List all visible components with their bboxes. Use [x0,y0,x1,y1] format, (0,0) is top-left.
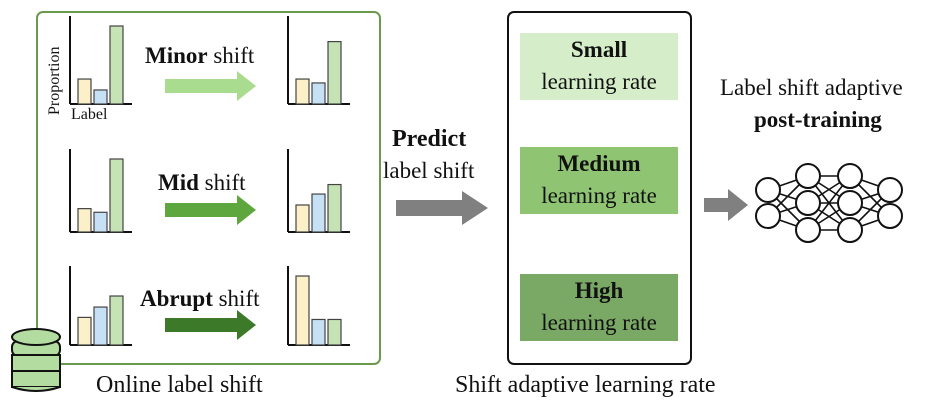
bar [77,208,92,233]
mid-shift-rest: shift [198,170,246,195]
medium-lr-title: Medium [557,151,641,176]
arrow-head [237,310,256,340]
network-node [795,190,821,216]
small-lr-subtitle: learning rate [541,69,657,94]
medium-lr-subtitle: learning rate [541,183,657,208]
network-node [877,177,903,203]
bar [93,306,108,346]
bar [109,25,124,105]
shift-arrow-2 [165,310,256,340]
network-node [795,217,821,243]
abrupt-shift-bold: Abrupt [140,286,213,311]
medium-lr-box [520,147,678,214]
bar [109,295,124,346]
minor-shift-label: Minor shift [145,43,254,69]
abrupt-shift-label: Abrupt shift [140,286,260,312]
network-node [795,163,821,189]
bar [295,275,310,346]
network-node [837,190,863,216]
chart-row2-before [69,266,132,346]
to-network-arrow [704,189,748,221]
database-icon [11,328,61,392]
minor-shift-rest: shift [207,43,255,68]
bar [109,158,124,233]
small-lr-text: Small learning rate [520,34,678,98]
lr-caption: Shift adaptive learning rate [455,372,716,398]
bar [327,183,342,233]
shift-arrow-0 [165,71,256,101]
bar [311,193,326,233]
high-lr-subtitle: learning rate [541,310,657,335]
network-node [755,203,781,229]
bar [77,78,92,105]
bar-charts [69,16,350,346]
arrow-head [237,71,256,101]
arrow-shaft [165,203,237,217]
mid-shift-label: Mid shift [158,170,246,196]
minor-shift-bold: Minor [145,43,208,68]
label-shift-label: label shift [383,158,475,183]
bar [295,78,310,105]
small-lr-box [520,33,678,100]
neural-network-icon [755,163,903,243]
high-lr-title: High [574,278,624,303]
chart-row1-after [287,149,350,233]
chart-row2-after [287,266,350,346]
small-lr-title: Small [570,37,628,62]
network-node [877,203,903,229]
arrow-shaft [165,318,237,332]
high-lr-box [520,274,678,341]
bar [295,204,310,233]
post-training-line1: Label shift adaptive [720,75,903,100]
bar [327,40,342,105]
bar [77,316,92,346]
shift-arrows [165,71,256,340]
network-node [837,217,863,243]
bar [311,82,326,105]
chart-row1-before [69,149,132,233]
chart-row0-after [287,16,350,105]
online-shift-caption: Online label shift [96,372,263,398]
online-shift-frame [36,11,381,365]
bar [311,318,326,346]
bar [93,89,108,105]
arrow-shaft [165,79,237,93]
learning-rate-frame [507,11,692,365]
bar [93,211,108,233]
shift-arrow-1 [165,195,256,225]
axis-x-label: Label [71,106,108,123]
chart-row0-before [69,16,132,105]
predict-label: Predict [392,126,467,152]
network-node [837,163,863,189]
bar [327,318,342,346]
high-lr-text: High learning rate [520,275,678,339]
predict-arrow [396,191,488,225]
axis-y-label: Proportion [46,46,63,115]
medium-lr-text: Medium learning rate [520,148,678,212]
network-node [755,177,781,203]
network-edges [767,175,891,231]
arrow-head [237,195,256,225]
abrupt-shift-rest: shift [212,286,260,311]
post-training-line2: post-training [754,107,882,132]
mid-shift-bold: Mid [158,170,199,195]
